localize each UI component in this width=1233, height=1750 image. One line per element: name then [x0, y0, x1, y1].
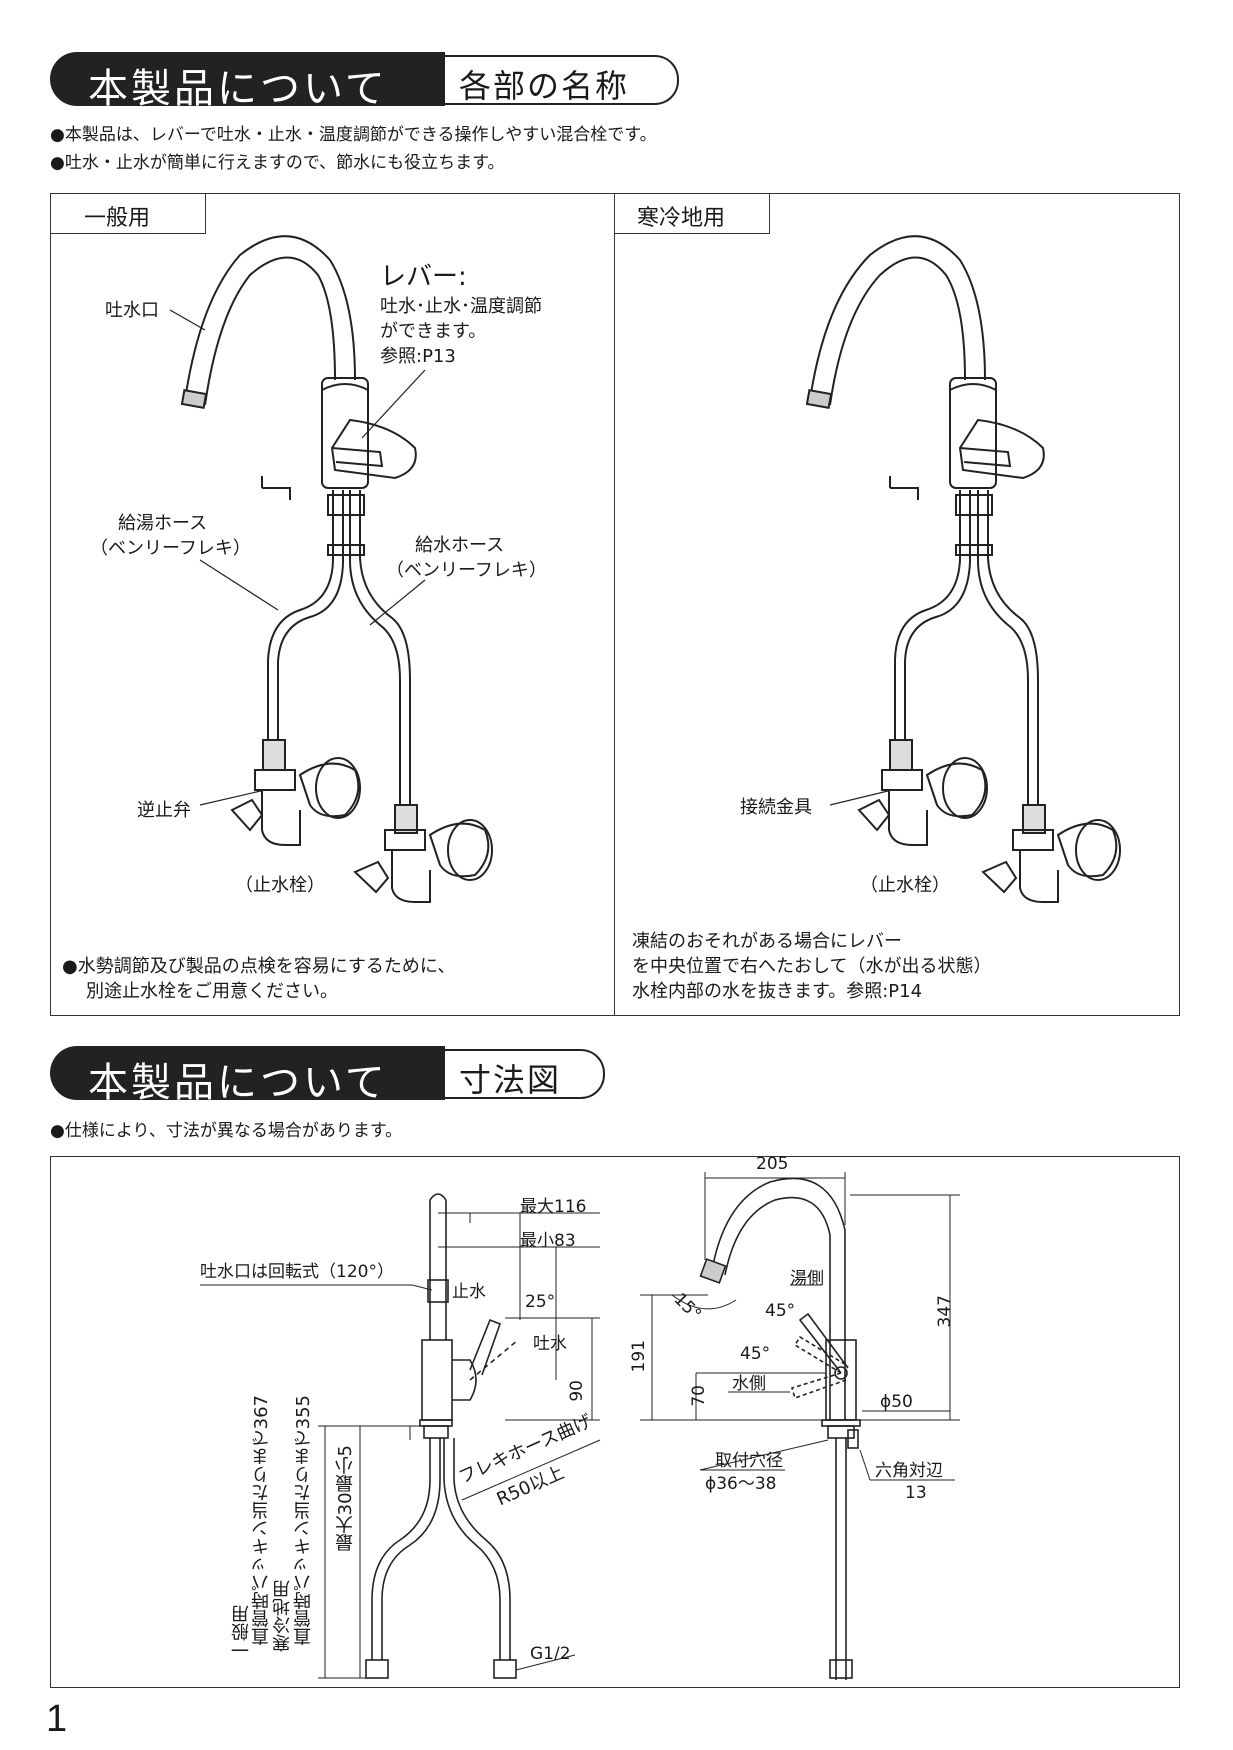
cold-region-panel: 寒冷地用	[614, 193, 1180, 1016]
check-valve-label: 逆止弁	[137, 800, 191, 821]
cold-side-label: 水側	[732, 1374, 766, 1394]
section2-subtitle-box: 寸法図	[445, 1049, 605, 1099]
dimension-drawing-panel	[50, 1156, 1180, 1688]
stop-label: 止水	[452, 1282, 486, 1302]
hex-value: 13	[905, 1483, 927, 1503]
dim-347: 347	[935, 1295, 955, 1328]
mount-hole-value: ϕ36～38	[705, 1474, 777, 1494]
lever-title: レバー:	[380, 262, 467, 292]
mount-hole-label: 取付穴径	[715, 1451, 783, 1471]
general-note-1: ●水勢調節及び製品の点検を容易にするために、	[62, 956, 456, 977]
fitting-label: 接続金具	[740, 797, 812, 818]
cold-region-tab: 寒冷地用	[615, 194, 770, 234]
cold-note-2: を中央位置で右へたおして（水が出る状態）	[632, 956, 992, 977]
dim-max116: 最大116	[520, 1197, 587, 1217]
page-number: 1	[46, 1698, 68, 1740]
section-subtitle-box: 各部の名称	[445, 55, 679, 105]
discharge-label: 吐水	[533, 1334, 567, 1354]
cold-note-3: 水栓内部の水を抜きます。参照:P14	[632, 981, 923, 1002]
spout-rotation-note: 吐水口は回転式（120°）	[200, 1262, 394, 1282]
dim-191: 191	[629, 1340, 649, 1373]
cold-note-1: 凍結のおそれがある場合にレバー	[632, 931, 902, 952]
section-title-pill: 本製品について	[50, 52, 445, 112]
section-subtitle: 各部の名称	[459, 67, 630, 105]
general-note-2: 別途止水栓をご用意ください。	[86, 981, 338, 1002]
angle-45-bottom: 45°	[740, 1344, 771, 1364]
cold-stop-valve-label: （止水栓）	[860, 875, 950, 896]
intro-bullet-2: ●吐水・止水が簡単に行えますので、節水にも役立ちます。	[50, 153, 505, 173]
dim-phi50: ϕ50	[880, 1392, 913, 1412]
section2-title-pill: 本製品について	[50, 1046, 445, 1106]
cold-region-tab-label: 寒冷地用	[637, 206, 726, 231]
dim-205: 205	[756, 1154, 789, 1174]
hot-hose-label: 給湯ホース	[118, 513, 208, 534]
general-use-tab: 一般用	[51, 194, 206, 234]
angle-25: 25°	[525, 1292, 556, 1312]
dim-70: 70	[689, 1385, 709, 1407]
stop-valve-label: （止水栓）	[235, 875, 325, 896]
dimension-bullet: ●仕様により、寸法が異なる場合があります。	[50, 1121, 403, 1141]
section2-title: 本製品について	[88, 1060, 388, 1106]
lever-desc-3: 参照:P13	[380, 346, 456, 367]
hot-side-label: 湯側	[790, 1269, 824, 1289]
general-use-tab-label: 一般用	[84, 206, 151, 231]
cold-hose-label: 給水ホース	[415, 535, 505, 556]
section2-subtitle: 寸法図	[459, 1061, 562, 1099]
lever-desc-2: ができます。	[380, 321, 487, 342]
hex-label: 六角対辺	[875, 1461, 943, 1481]
spout-label: 吐水口	[105, 300, 159, 321]
g12-label: G1/2	[530, 1644, 571, 1664]
angle-45-top: 45°	[765, 1301, 796, 1321]
section-title: 本製品について	[88, 66, 388, 112]
hot-hose-sub: （ベンリーフレキ）	[90, 538, 251, 559]
lever-desc-1: 吐水･止水･温度調節	[380, 296, 542, 317]
cold-hose-sub: （ベンリーフレキ）	[386, 560, 547, 581]
intro-bullet-1: ●本製品は、レバーで吐水・止水・温度調節ができる操作しやすい混合栓です。	[50, 125, 657, 145]
dim-min83: 最小83	[520, 1231, 576, 1251]
